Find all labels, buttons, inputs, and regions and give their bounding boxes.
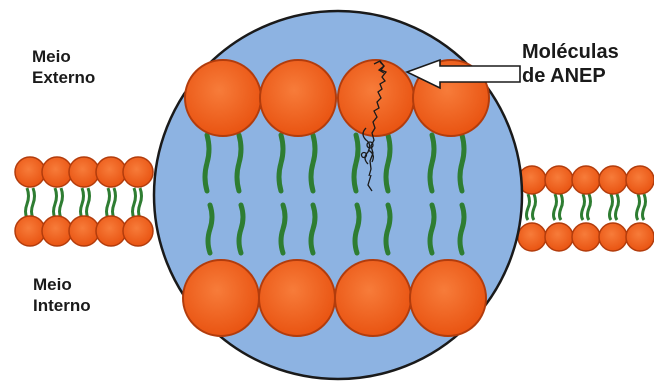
right-bilayer [518, 166, 654, 251]
lipid-head [15, 216, 45, 246]
inner-medium-label: Meio Interno [33, 274, 91, 317]
outer-medium-label: Meio Externo [32, 46, 95, 89]
lipid-head [96, 216, 126, 246]
left-top-tails [26, 188, 142, 218]
lipid-head [123, 157, 153, 187]
left-top-heads [15, 157, 153, 187]
right-top-heads [518, 166, 654, 194]
lipid-head [42, 157, 72, 187]
anep-label-line1: Moléculas [522, 40, 619, 64]
lipid-head [15, 157, 45, 187]
lipid-head [183, 260, 259, 336]
anep-label-line2: de ANEP [522, 64, 619, 88]
lipid-head [335, 260, 411, 336]
left-bottom-heads [15, 216, 153, 246]
lipid-head [626, 223, 654, 251]
lipid-head [572, 166, 600, 194]
lipid-head [259, 260, 335, 336]
lipid-head [410, 260, 486, 336]
lipid-head [123, 216, 153, 246]
right-top-tails [527, 194, 646, 220]
lipid-head [626, 166, 654, 194]
lipid-head [185, 60, 261, 136]
lipid-head [69, 216, 99, 246]
outer-medium-line1: Meio [32, 46, 95, 67]
lipid-head [338, 60, 414, 136]
lipid-head [599, 166, 627, 194]
anep-label: Moléculas de ANEP [522, 40, 619, 88]
lipid-head [260, 60, 336, 136]
lipid-head [599, 223, 627, 251]
lipid-head [69, 157, 99, 187]
outer-medium-line2: Externo [32, 67, 95, 88]
inner-medium-line2: Interno [33, 295, 91, 316]
lipid-head [545, 166, 573, 194]
lipid-head [545, 223, 573, 251]
right-bottom-heads [518, 223, 654, 251]
lipid-head [518, 223, 546, 251]
lipid-head [96, 157, 126, 187]
inner-medium-line1: Meio [33, 274, 91, 295]
lipid-head [572, 223, 600, 251]
left-bilayer [15, 157, 153, 246]
lipid-head [42, 216, 72, 246]
